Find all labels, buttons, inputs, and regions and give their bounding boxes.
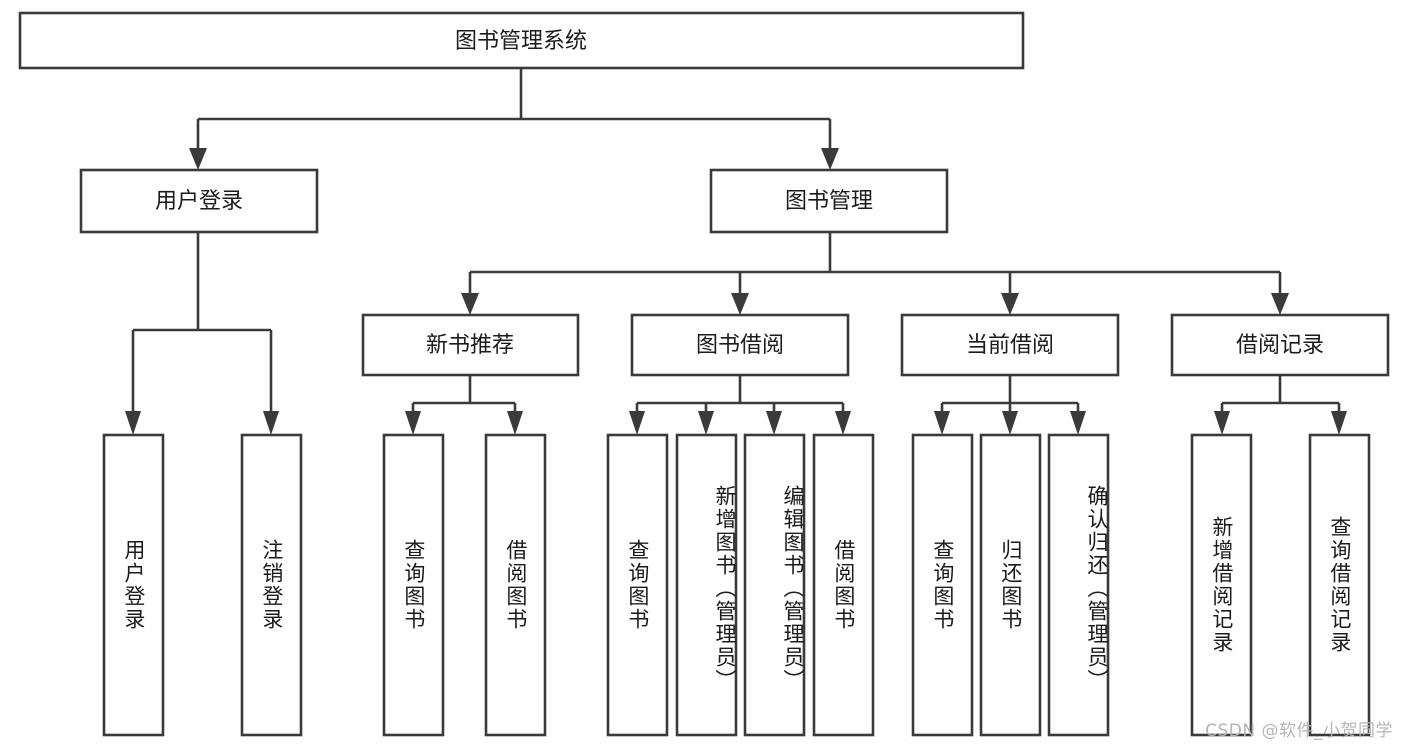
arrow-head-nb-leaf1 — [405, 411, 421, 435]
node-leaf-borrow-book-nb[interactable] — [484, 433, 547, 737]
node-current-borrow-label: 当前借阅 — [966, 333, 1054, 358]
node-leaf-query-book-bb[interactable] — [606, 433, 669, 737]
watermark-text: CSDN @软件_小贺同学 — [1205, 721, 1393, 741]
node-leaf-confirm-return-admin[interactable] — [1047, 433, 1110, 737]
node-borrow-record[interactable] — [1170, 313, 1390, 377]
arrow-head-nb-leaf2 — [507, 411, 523, 435]
node-leaf-query-book-cb[interactable] — [911, 433, 974, 737]
node-new-book-recommend-label: 新书推荐 — [426, 333, 514, 358]
node-user-login[interactable] — [79, 168, 319, 234]
arrow-head-bb-leaf4 — [835, 411, 851, 435]
node-user-login-label: 用户登录 — [155, 189, 243, 214]
node-book-borrow-label: 图书借阅 — [696, 333, 784, 358]
connector-group-borrow-record — [1214, 375, 1347, 435]
node-leaf-return-book[interactable] — [979, 433, 1042, 737]
node-book-management-label: 图书管理 — [785, 189, 873, 214]
arrow-head-borrow-record — [1271, 293, 1289, 315]
arrow-head-bb-leaf2 — [698, 411, 714, 435]
node-leaf-query-borrow-record[interactable] — [1308, 433, 1371, 737]
arrow-head-book-mgmt — [821, 148, 839, 170]
arrow-head-user-login — [189, 148, 207, 170]
node-new-book-recommend[interactable] — [361, 313, 580, 377]
node-leaf-query-book-nb[interactable] — [382, 433, 445, 737]
arrow-head-bb-leaf1 — [629, 411, 645, 435]
node-book-borrow[interactable] — [630, 313, 850, 377]
connector-group-root — [189, 68, 839, 170]
node-leaf-borrow-book-bb[interactable] — [812, 433, 875, 737]
node-leaf-edit-book-admin[interactable] — [743, 433, 806, 737]
arrow-head-leaf-user-login — [125, 411, 141, 435]
node-borrow-record-label: 借阅记录 — [1236, 333, 1324, 358]
connector-group-current-borrow — [934, 375, 1086, 435]
node-leaf-add-book-admin[interactable] — [675, 433, 738, 737]
node-leaf-user-login[interactable] — [102, 433, 165, 737]
arrow-head-new-book — [461, 293, 479, 315]
arrow-head-cb-leaf3 — [1070, 411, 1086, 435]
node-book-management[interactable] — [709, 168, 949, 234]
arrow-head-cb-leaf1 — [934, 411, 950, 435]
connector-group-book-borrow — [629, 375, 851, 435]
node-root-label: 图书管理系统 — [455, 29, 587, 54]
node-leaf-add-borrow-record[interactable] — [1190, 433, 1253, 737]
connector-group-book-mgmt — [461, 232, 1289, 315]
node-current-borrow[interactable] — [900, 313, 1120, 377]
node-root-book-management-system[interactable] — [18, 11, 1025, 70]
node-leaf-logout[interactable] — [240, 433, 303, 737]
arrow-head-current-borrow — [1001, 293, 1019, 315]
arrow-head-br-leaf2 — [1331, 411, 1347, 435]
connector-group-new-book — [405, 375, 523, 435]
arrow-head-br-leaf1 — [1214, 411, 1230, 435]
arrow-head-book-borrow — [731, 293, 749, 315]
connector-group-user-login — [125, 232, 279, 435]
arrow-head-cb-leaf2 — [1002, 411, 1018, 435]
arrow-head-leaf-logout — [263, 411, 279, 435]
arrow-head-bb-leaf3 — [766, 411, 782, 435]
